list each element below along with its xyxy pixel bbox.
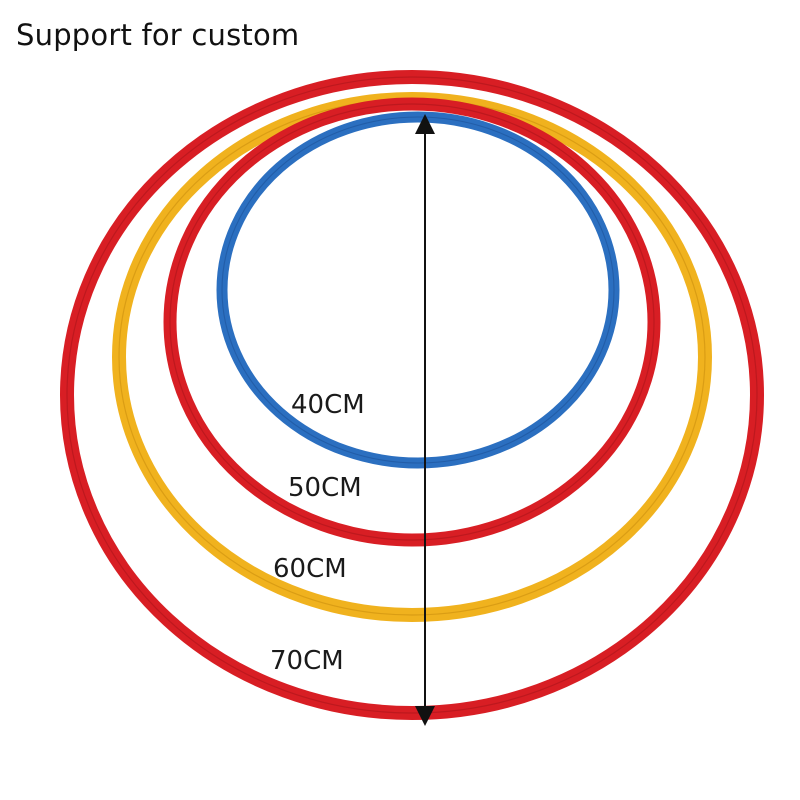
ring-70cm-groove [66,76,758,714]
label-40cm: 40CM [291,390,365,420]
ring-50cm-groove [169,103,655,541]
caption-title: Support for custom [16,18,300,52]
label-70cm: 70CM [270,646,344,676]
label-50cm: 50CM [288,473,362,503]
ring-50cm [163,97,661,547]
ring-40cm [216,111,620,469]
label-60cm: 60CM [273,554,347,584]
